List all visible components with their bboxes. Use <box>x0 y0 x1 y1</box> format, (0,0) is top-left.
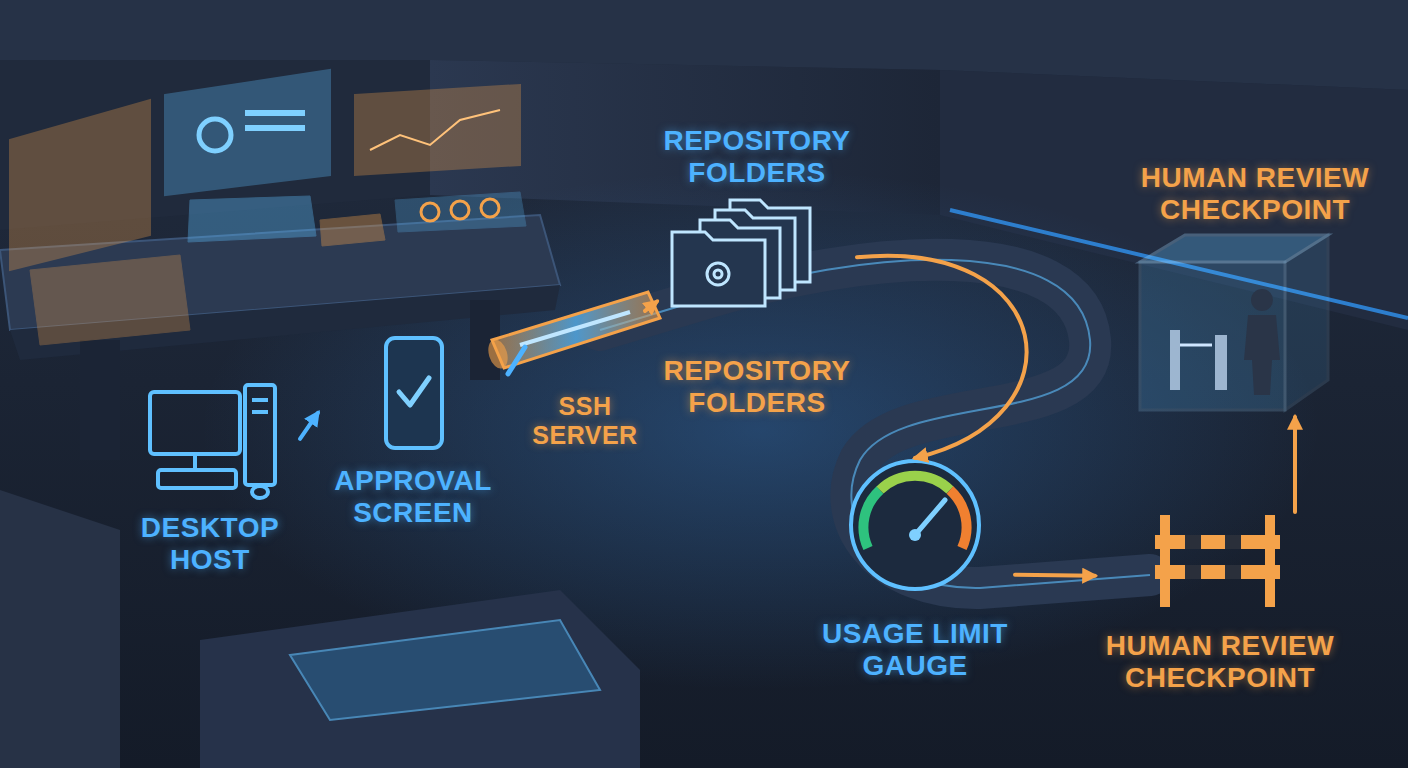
booth-icon <box>1251 289 1273 311</box>
console-desk <box>320 214 385 246</box>
node-label: SSH SERVER <box>529 392 641 450</box>
floating-screens <box>10 70 520 270</box>
desktop-icon <box>252 398 268 402</box>
desktop-icon <box>193 454 197 468</box>
booth-icon <box>1215 335 1227 390</box>
node-label: HUMAN REVIEW CHECKPOINT <box>1099 630 1341 694</box>
floating-screens <box>245 110 305 116</box>
node-label: APPROVAL SCREEN <box>322 465 504 529</box>
phone-icon <box>399 378 429 405</box>
icon-space <box>408 335 418 465</box>
ssh-tube <box>520 312 630 345</box>
phone-icon <box>386 338 442 448</box>
console-desk <box>80 340 120 460</box>
icon-space <box>205 380 215 512</box>
barrier-icon <box>1160 515 1170 607</box>
gauge-icon <box>915 500 945 535</box>
desktop-icon <box>150 392 240 454</box>
floating-screens <box>355 85 520 175</box>
node-label: USAGE LIMIT GAUGE <box>819 618 1011 682</box>
flow-arrow <box>508 347 525 374</box>
desktop-icon <box>158 470 236 488</box>
ssh-server: SSH SERVER <box>525 292 645 450</box>
booth-icon <box>1140 262 1285 410</box>
folder-icon <box>707 263 729 285</box>
chair <box>0 490 120 768</box>
path-road <box>600 260 1150 588</box>
console-desk <box>451 201 469 219</box>
chair <box>0 490 640 768</box>
desktop-icon <box>252 486 268 498</box>
flow-arrow <box>300 413 318 439</box>
usage-gauge: USAGE LIMIT GAUGE <box>815 458 1015 682</box>
desktop-icon <box>150 385 275 498</box>
floating-screens <box>165 70 330 195</box>
node-label: REPOSITORY FOLDERS <box>661 125 853 189</box>
node-label: REPOSITORY FOLDERS <box>661 355 853 419</box>
repository-folders: REPOSITORY FOLDERS REPOSITORY FOLDERS <box>657 125 857 420</box>
booth-icon <box>1180 344 1212 347</box>
node-label: HUMAN REVIEW CHECKPOINT <box>1134 162 1376 226</box>
console-desk <box>188 196 316 242</box>
icon-space <box>1250 232 1260 417</box>
gauge-icon <box>863 490 880 548</box>
flow-arrow <box>857 256 1027 458</box>
ssh-tube <box>485 292 660 371</box>
review-barrier: HUMAN REVIEW CHECKPOINT <box>1095 512 1345 694</box>
review-booth: HUMAN REVIEW CHECKPOINT <box>1130 162 1380 417</box>
icon-space <box>1215 512 1225 630</box>
path-road <box>600 260 1150 588</box>
booth-icon <box>1170 330 1180 390</box>
folder-icon <box>672 200 810 306</box>
booth-icon <box>1285 235 1328 410</box>
gauge-icon <box>880 476 950 490</box>
chair <box>200 590 640 768</box>
gauge-icon <box>851 461 979 589</box>
console-desk <box>421 203 439 221</box>
flow-arrow <box>1015 575 1095 576</box>
barrier-icon <box>1155 565 1280 579</box>
floating-screens <box>370 110 500 150</box>
path-road <box>600 260 1150 588</box>
console-desk <box>30 255 190 345</box>
ssh-tube <box>485 337 511 371</box>
flow-arrow <box>645 301 657 310</box>
barrier-icon <box>1185 535 1201 549</box>
desktop-icon <box>252 410 268 414</box>
folder-icon <box>672 232 765 306</box>
barrier-icon <box>1265 515 1275 607</box>
flow-arrow <box>1293 417 1297 512</box>
barrier-icon <box>1225 565 1241 579</box>
approval-screen: APPROVAL SCREEN <box>318 335 508 529</box>
floating-screens <box>199 119 231 151</box>
booth-icon <box>1244 315 1280 395</box>
barrier-icon <box>1225 535 1241 549</box>
booth-icon <box>1140 235 1328 410</box>
gauge-icon <box>851 461 979 589</box>
desktop-icon <box>245 385 275 485</box>
phone-icon <box>386 338 442 448</box>
console-desk <box>481 199 499 217</box>
folder-icon <box>714 270 722 278</box>
icon-space <box>910 458 920 618</box>
desktop-host: DESKTOP HOST <box>120 380 300 576</box>
barrier-icon <box>1185 565 1201 579</box>
barrier-icon <box>1155 535 1280 549</box>
gauge-icon <box>909 529 921 541</box>
floating-screens <box>245 125 305 131</box>
node-label: DESKTOP HOST <box>124 512 296 576</box>
icon-space <box>580 292 590 392</box>
icon-space <box>752 195 762 355</box>
chair <box>290 620 600 720</box>
floating-screens <box>10 100 150 270</box>
barrier-icon <box>1155 515 1280 607</box>
console-desk <box>395 192 526 232</box>
gauge-icon <box>950 490 967 548</box>
